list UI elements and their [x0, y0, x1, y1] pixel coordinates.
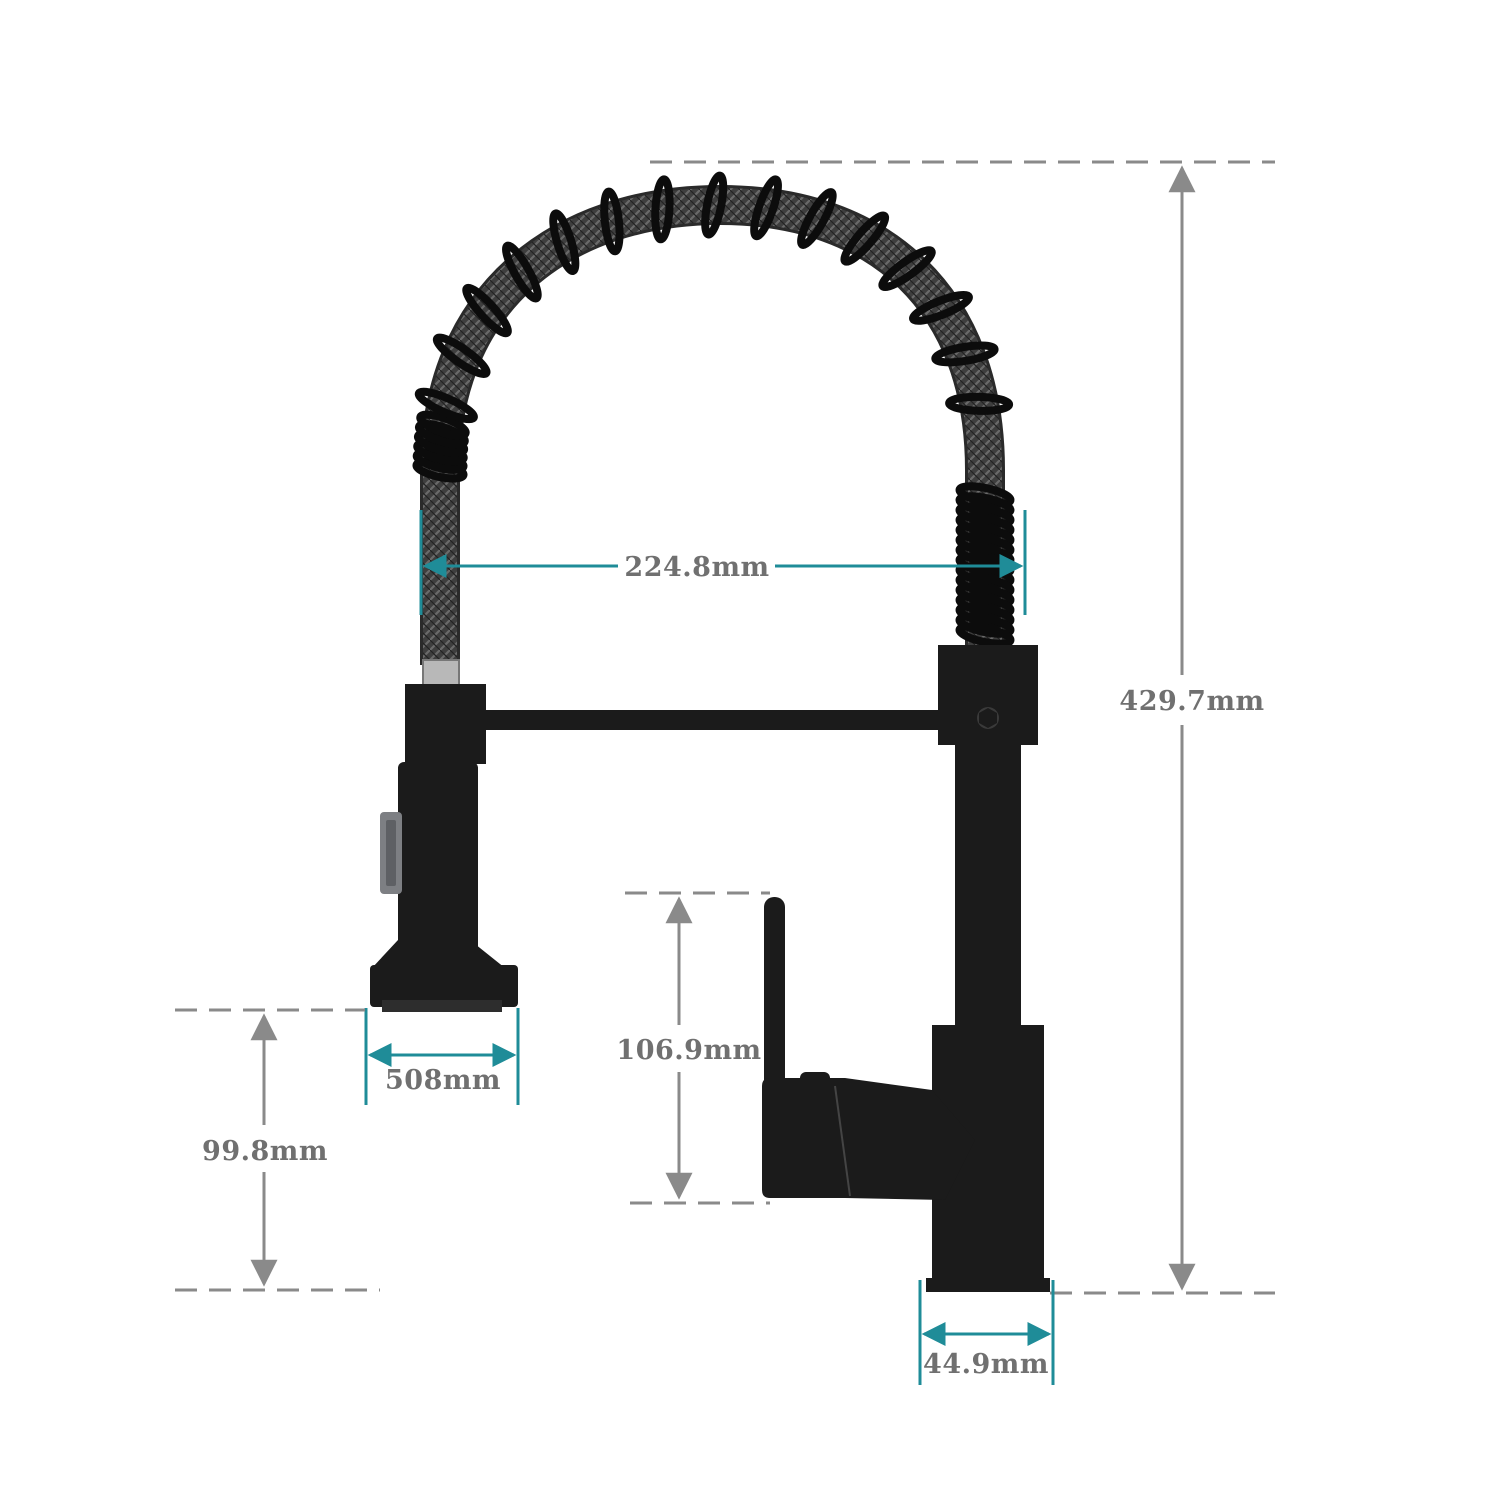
spring-coil-loop [955, 592, 1015, 618]
spring-coil-loop [955, 482, 1015, 508]
spring-coil-loop [501, 241, 542, 303]
spring-coil-loop [955, 602, 1015, 628]
spring-coil-loop [840, 211, 890, 266]
spring-coil-loop [955, 562, 1015, 588]
handle-hub [762, 1078, 975, 1200]
spring-coil-loop [701, 171, 728, 239]
spray-head-width-label: 508mm [385, 1065, 501, 1096]
handle-height-label: 106.9mm [616, 1035, 761, 1066]
base-width-label: 44.9mm [923, 1349, 1049, 1380]
dimension-spray-head-width: 508mm [364, 1008, 520, 1105]
faucet-base-plate [926, 1278, 1050, 1292]
spring-coil-loop [600, 187, 624, 256]
spring-coil-loop [909, 290, 973, 325]
spring-coil-loop [432, 333, 491, 379]
spring-coil-loop [797, 188, 837, 249]
spray-head-height-label: 99.8mm [202, 1136, 328, 1167]
spring-coil-loop [462, 283, 512, 338]
dimension-base-width: 44.9mm [918, 1280, 1055, 1385]
spring-coil-loop [414, 387, 478, 424]
spring-coil-loop [931, 341, 999, 367]
total-height-label: 429.7mm [1119, 686, 1264, 717]
faucet-column [955, 742, 1021, 1032]
spring-coil-loop [955, 512, 1015, 538]
spring-coil-loop [955, 532, 1015, 558]
spring-coil-loop [416, 410, 470, 440]
spout-reach-label: 224.8mm [624, 552, 769, 583]
hose-ferrule [423, 660, 459, 685]
dimension-handle-height: 106.9mm [616, 891, 770, 1205]
spring-coil-loop [955, 612, 1015, 638]
spring-coil-loop [955, 582, 1015, 608]
spring-coil-loop [955, 572, 1015, 598]
spring-coil-loop [549, 209, 580, 275]
handle-lever[interactable] [764, 897, 785, 1093]
spring-coil-loop [955, 492, 1015, 518]
spring-coil-loop [651, 175, 674, 244]
dimension-total-height: 429.7mm [650, 160, 1275, 1295]
faucet-illustration [370, 171, 1050, 1292]
spring-coil-loop [414, 420, 469, 449]
dimension-spout-reach: 224.8mm [419, 510, 1027, 615]
spring-coil-loop [955, 622, 1015, 648]
dimension-spray-head-height: 99.8mm [175, 1008, 380, 1292]
spring-coil-loop [945, 392, 1014, 415]
spring-coil-loop [955, 522, 1015, 548]
guide-arm [484, 710, 942, 730]
faucet-collar [938, 645, 1038, 745]
spring-coil-loop [955, 502, 1015, 528]
spray-head-body [405, 684, 486, 764]
spring-coil-loop [750, 175, 782, 241]
spring-coil-loop [878, 246, 936, 292]
